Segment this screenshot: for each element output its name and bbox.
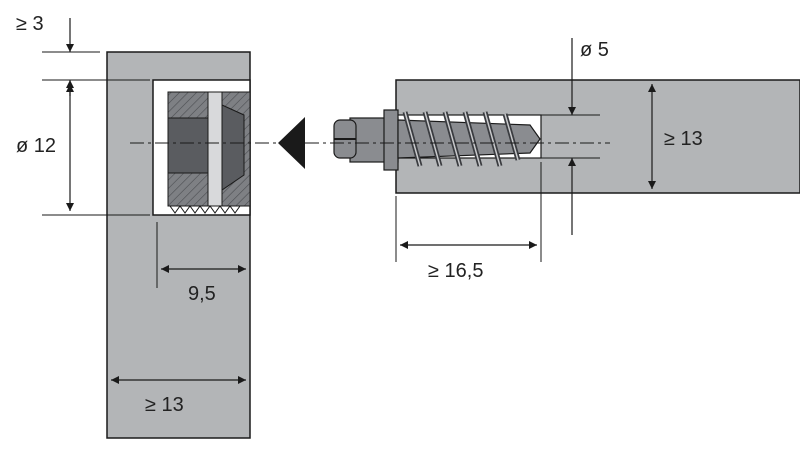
- left-thickness-label: ≥ 13: [145, 394, 184, 416]
- dim-screw-depth: ≥ 16,5: [395, 162, 542, 282]
- top-gap-label: ≥ 3: [16, 13, 44, 35]
- dim-hole-diameter: ø 12: [16, 84, 150, 216]
- hole-diameter-label: ø 12: [16, 135, 56, 157]
- dim-right-thickness: ≥ 13: [648, 84, 703, 189]
- cam-insert: [167, 91, 251, 214]
- dim-pilot-diameter: ø 5: [541, 38, 609, 235]
- right-thickness-label: ≥ 13: [664, 128, 703, 150]
- insert-depth-label: 9,5: [188, 283, 216, 305]
- dim-insert-depth: 9,5: [156, 222, 246, 305]
- connecting-screw: [333, 109, 541, 171]
- screw-depth-label: ≥ 16,5: [428, 260, 483, 282]
- dim-left-thickness: ≥ 13: [111, 376, 246, 416]
- triangle-arrow-icon: [278, 117, 305, 169]
- dim-top-gap: ≥ 3: [16, 13, 150, 96]
- pilot-diameter-label: ø 5: [580, 39, 609, 61]
